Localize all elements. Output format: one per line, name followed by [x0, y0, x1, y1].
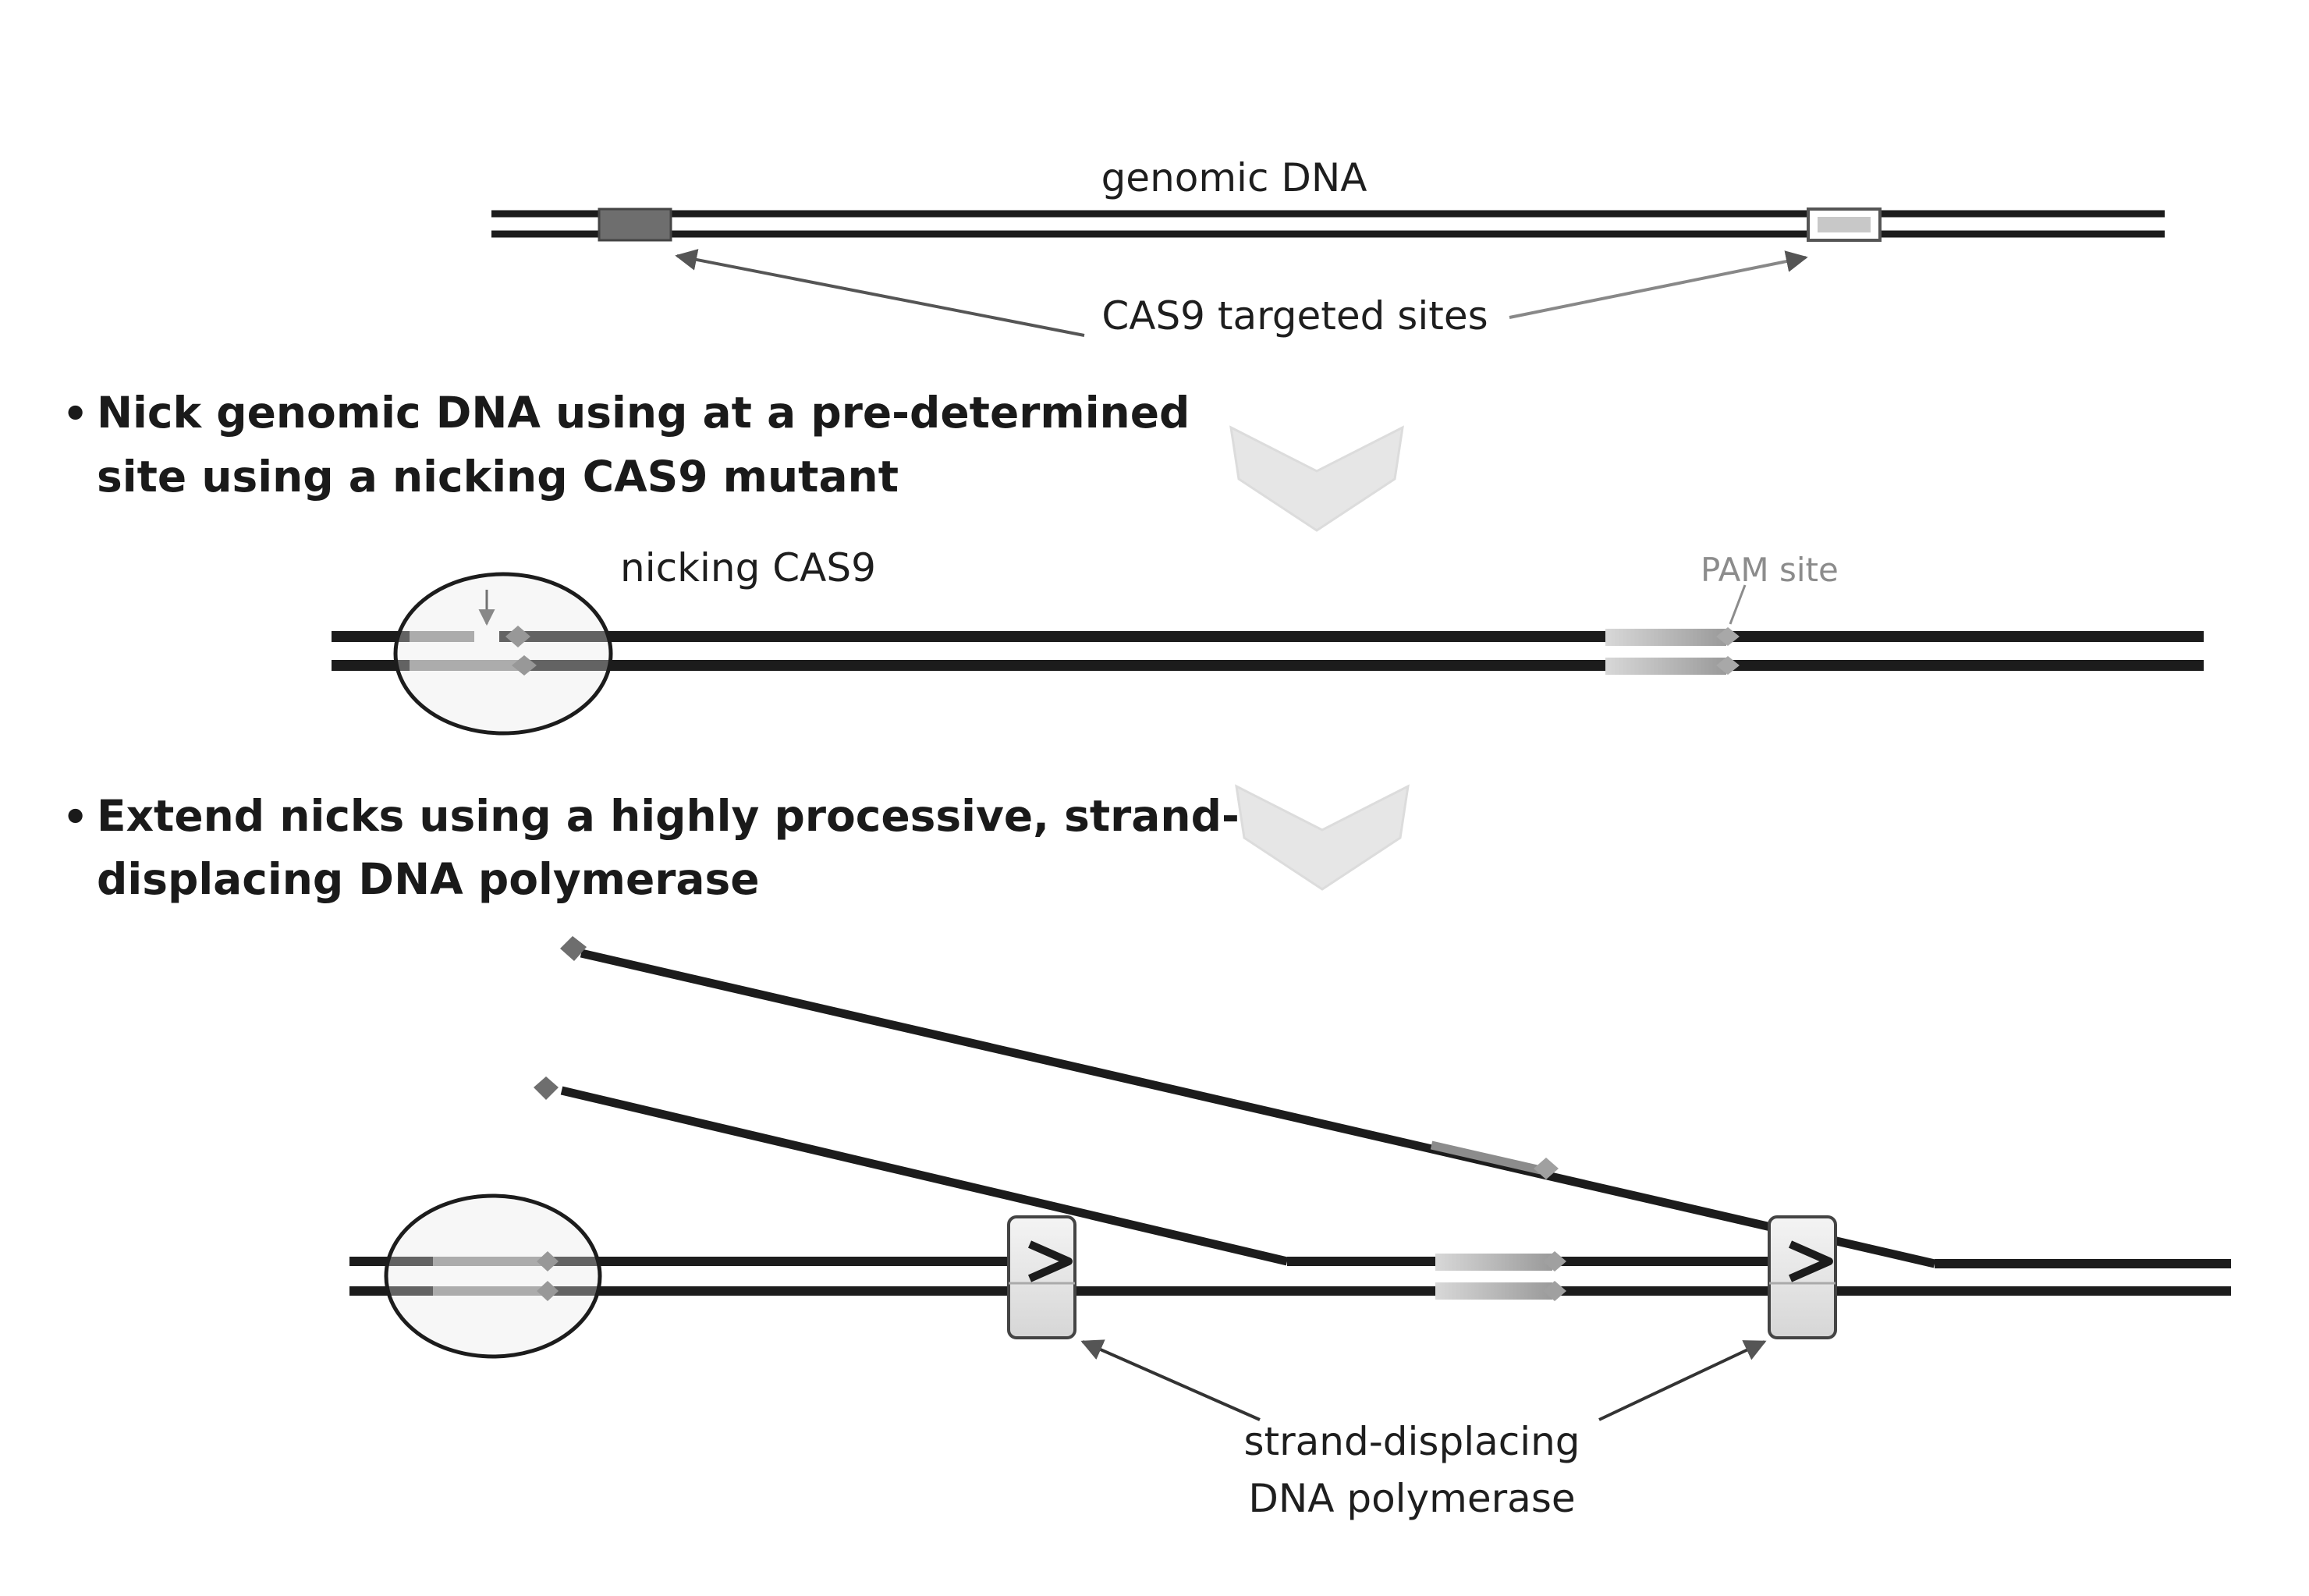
step-2-text-line1: Extend nicks using a highly processive, … [97, 791, 1240, 841]
nicking-cas9-enzyme [395, 574, 611, 733]
pam-region-bottom [1605, 658, 1726, 675]
polymerase-label-line2: DNA polymerase [1248, 1476, 1575, 1521]
step-2: • Extend nicks using a highly processive… [62, 791, 1240, 904]
step-1-bullet: • [62, 391, 88, 438]
displaced-strand-2-end-marker [534, 1076, 559, 1100]
step-arrow-down-1 [1231, 427, 1403, 530]
displaced-strand-1-pam-region [1431, 1145, 1541, 1170]
genomic-dna-panel: genomic DNA CAS9 targeted sites [491, 155, 2165, 339]
displaced-strand-2 [562, 1091, 1287, 1261]
polymerase-pointer-right [1599, 1342, 1765, 1420]
pam-region-top [1605, 629, 1726, 646]
pam-site-label: PAM site [1701, 551, 1839, 589]
extension-panel: strand-displacing DNA polymerase [349, 936, 2231, 1521]
polymerase-label-line1: strand-displacing [1243, 1419, 1580, 1464]
step-2-bullet: • [62, 794, 88, 841]
nicking-panel: PAM site nicking CAS9 [332, 545, 2204, 733]
nicking-cas9-label: nicking CAS9 [620, 545, 876, 591]
pam-label-leader [1730, 585, 1745, 624]
top-strand-right-displaced [1833, 1240, 1935, 1264]
step-1-text-line1: Nick genomic DNA using at a pre-determin… [97, 388, 1190, 438]
cas9-target-site-right-fill [1818, 217, 1871, 232]
cas9-targeted-sites-label: CAS9 targeted sites [1101, 293, 1488, 339]
step-2-text-line2: displacing DNA polymerase [97, 854, 760, 904]
step-1: • Nick genomic DNA using at a pre-determ… [62, 388, 1190, 502]
targeted-sites-arrow-right [1509, 257, 1806, 317]
genomic-dna-label: genomic DNA [1101, 155, 1367, 200]
step-1-text-line2: site using a nicking CAS9 mutant [97, 452, 899, 502]
displaced-strand-1 [581, 953, 1771, 1227]
polymerase-pointer-left [1083, 1342, 1260, 1420]
bottom-strand-pam-region [1435, 1282, 1552, 1300]
cas9-target-site-left [599, 209, 671, 240]
top-strand-pam-region [1435, 1254, 1552, 1271]
step-arrow-down-2 [1236, 786, 1408, 889]
targeted-sites-arrow-left [677, 256, 1084, 335]
cas9-enzyme-bound [386, 1196, 600, 1357]
